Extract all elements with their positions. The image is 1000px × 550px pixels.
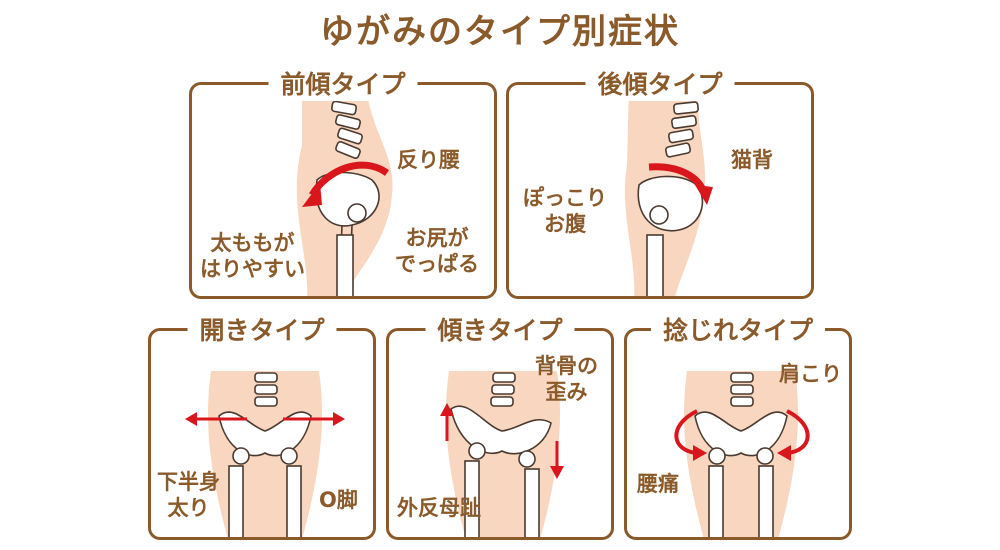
label-hip-protrude: お尻が でっぱる [395, 226, 479, 277]
page-title: ゆがみのタイプ別症状 [320, 12, 680, 52]
panel-title-tilt: 傾きタイプ [425, 311, 575, 347]
panel-tilt-type: 傾きタイプ 背骨の 歪み 外反母趾 [386, 311, 614, 540]
panel-title-forward: 前傾タイプ [268, 65, 418, 101]
forward-tilt-illustration [192, 85, 494, 296]
label-thigh-tension: 太ももが はりやすい [200, 231, 305, 282]
panel-forward-tilt: 前傾タイプ 反り腰 太ももが はりやすい お尻が でっぱる [189, 65, 497, 299]
panel-title-twist: 捻じれタイプ [650, 311, 826, 347]
panel-open-type: 開きタイプ 下半身 太り O脚 [148, 311, 376, 540]
tilt-type-illustration [389, 331, 611, 537]
open-type-illustration [151, 331, 373, 537]
panel-backward-tilt: 後傾タイプ 猫背 ぽっこり お腹 [506, 65, 814, 299]
label-pot-belly: ぽっこり お腹 [523, 186, 607, 237]
label-back-pain: 腰痛 [637, 472, 679, 496]
panel-title-backward: 後傾タイプ [585, 65, 735, 101]
label-sway-back: 反り腰 [397, 148, 460, 172]
label-stiff-shoulder: 肩こり [779, 362, 842, 386]
label-hunchback: 猫背 [731, 148, 773, 172]
panel-title-open: 開きタイプ [187, 311, 337, 347]
twist-type-illustration [627, 331, 849, 537]
label-lower-body: 下半身 太り [157, 470, 220, 521]
label-hallux-valgus: 外反母趾 [397, 496, 481, 520]
panel-twist-type: 捻じれタイプ 肩こり 腰痛 [624, 311, 852, 540]
backward-tilt-illustration [509, 85, 811, 296]
label-o-legs: O脚 [319, 488, 358, 512]
label-spine-distortion: 背骨の 歪み [535, 354, 598, 405]
